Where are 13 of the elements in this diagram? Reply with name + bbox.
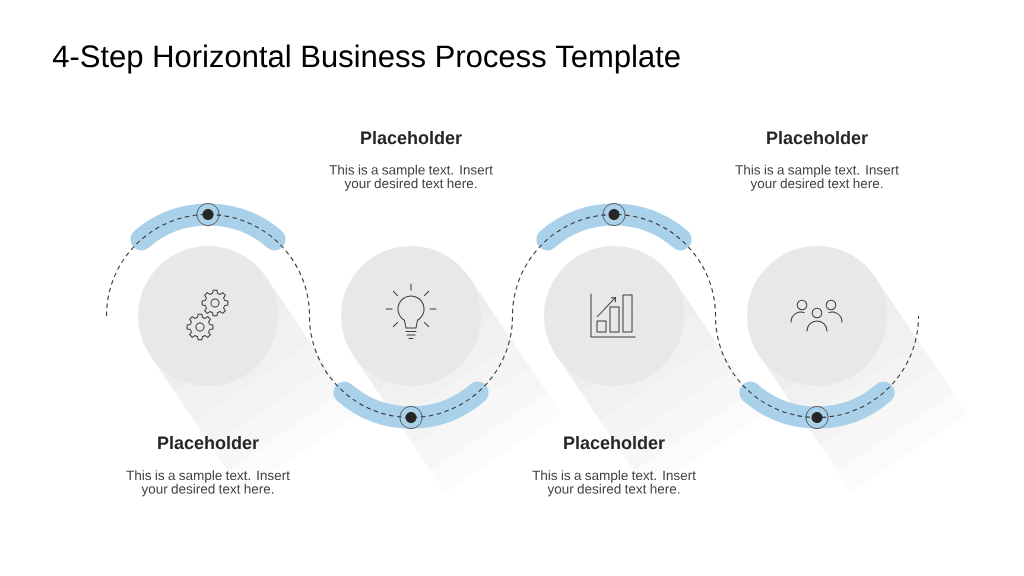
step-circle — [544, 246, 684, 386]
step-text: This is a sample text. Insert your desired text here. — [532, 470, 696, 497]
step-circle — [747, 246, 887, 386]
step-heading: Placeholder — [361, 130, 462, 145]
step-heading: Placeholder — [767, 130, 868, 145]
step-heading: Placeholder — [158, 435, 259, 450]
step-text: This is a sample text. Insert your desired text here. — [126, 470, 290, 497]
step-heading: Placeholder — [564, 435, 665, 450]
step-text: This is a sample text. Insert your desired text here. — [735, 164, 899, 191]
title: 4-Step Horizontal Business Process Template — [52, 44, 680, 74]
step-text: This is a sample text. Insert your desired text here. — [329, 164, 493, 191]
step-circle — [138, 246, 278, 386]
step-circle — [341, 246, 481, 386]
